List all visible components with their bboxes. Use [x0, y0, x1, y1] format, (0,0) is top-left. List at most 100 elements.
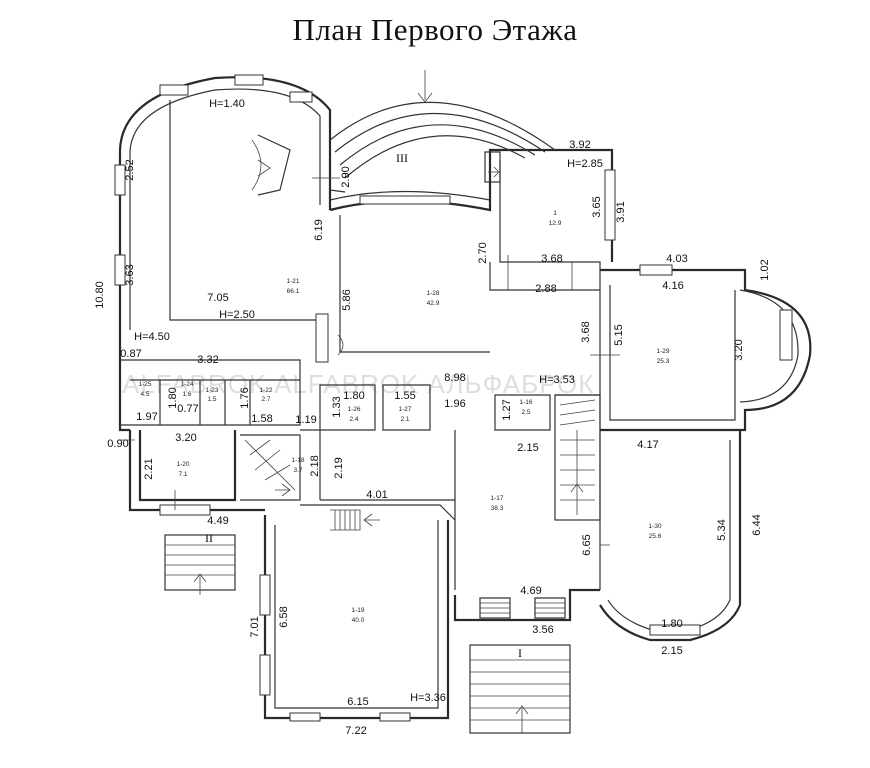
room-1-26-area: 2.4	[349, 416, 358, 423]
room-1-16-id: 1-16	[519, 399, 532, 406]
room-1-21-area: 66.1	[287, 288, 300, 295]
room-1-21-id: 1-21	[286, 278, 299, 285]
dim-288: 2.88	[535, 283, 556, 295]
dim-320b: 3.20	[175, 432, 196, 444]
room-1-17-id: 1-17	[490, 495, 503, 502]
dim-127: 1.27	[501, 399, 513, 420]
dim-619: 6.19	[313, 219, 325, 240]
dim-391: 3.91	[615, 201, 627, 222]
dim-658: 6.58	[278, 606, 290, 627]
dim-h353: H=3.53	[539, 374, 575, 386]
dim-h250: H=2.50	[219, 309, 255, 321]
dim-252: 2.52	[124, 159, 136, 180]
dim-077: 0.77	[177, 403, 198, 415]
room-1-20-area: 7.1	[178, 471, 187, 478]
dim-221: 2.21	[143, 458, 155, 479]
dim-615: 6.15	[347, 696, 368, 708]
dim-515: 5.15	[613, 324, 625, 345]
dim-090: 0.90	[107, 438, 128, 450]
room-1-area: 12.9	[549, 220, 562, 227]
dim-196: 1.96	[444, 398, 465, 410]
room-1-24-id: 1-24	[180, 381, 193, 388]
dim-158: 1.58	[251, 413, 272, 425]
dim-270: 2.70	[477, 242, 489, 263]
terrace-arcs	[329, 70, 556, 193]
dim-368a: 3.68	[541, 253, 562, 265]
stair-label-III: III	[396, 151, 408, 165]
dim-155: 1.55	[394, 390, 415, 402]
outer-walls	[118, 76, 812, 720]
dim-644: 6.44	[751, 514, 763, 535]
stair-label-II: II	[205, 531, 213, 545]
dim-219: 2.19	[333, 457, 345, 478]
room-1-id: 1	[553, 210, 557, 217]
dim-197: 1.97	[136, 411, 157, 423]
dim-102: 1.02	[759, 259, 771, 280]
dim-176: 1.76	[239, 387, 251, 408]
dim-392: 3.92	[569, 139, 590, 151]
room-1-19-area: 40.0	[352, 617, 365, 624]
stair-label-I: I	[518, 646, 522, 660]
dim-133: 1.33	[331, 396, 343, 417]
room-1-28-area: 42.9	[427, 300, 440, 307]
stair-small	[244, 439, 296, 497]
dim-119: 1.19	[295, 414, 316, 426]
dimension-labels: H=1.40 2.52 3.63 10.80 7.05 H=2.50 2.90 …	[94, 98, 771, 737]
dim-180c: 1.80	[661, 618, 682, 630]
dim-898: 8.98	[444, 372, 465, 384]
dim-365: 3.65	[591, 196, 603, 217]
door-marks	[118, 177, 620, 546]
dim-705: 7.05	[207, 292, 228, 304]
dim-403: 4.03	[666, 253, 687, 265]
dim-449: 4.49	[207, 515, 228, 527]
dim-h336: H=3.36	[410, 692, 446, 704]
dim-586: 5.86	[341, 289, 353, 310]
room-1-16-area: 2.5	[521, 409, 530, 416]
room-1-25-area: 4.5	[140, 391, 149, 398]
dim-332: 3.32	[197, 354, 218, 366]
room-1-25-id: 1-25	[138, 381, 151, 388]
dim-218: 2.18	[309, 455, 321, 476]
room-1-22-id: 1-22	[259, 387, 272, 394]
stair-main	[554, 394, 601, 521]
dim-h285: H=2.85	[567, 158, 603, 170]
dim-215b: 2.15	[661, 645, 682, 657]
room-1-17-area: 38.3	[491, 505, 504, 512]
stair-inner	[330, 509, 380, 531]
dim-1080: 10.80	[94, 281, 106, 309]
room-1-23-area: 1.5	[207, 396, 216, 403]
room-1-19-id: 1-19	[351, 607, 364, 614]
dim-401: 4.01	[366, 489, 387, 501]
dim-215a: 2.15	[517, 442, 538, 454]
room-1-27-area: 2.1	[400, 416, 409, 423]
room-1-22-area: 2.7	[261, 396, 270, 403]
dim-180a: 1.80	[167, 387, 179, 408]
room-1-24-area: 1.6	[182, 391, 191, 398]
room-1-23-id: 1-23	[205, 387, 218, 394]
dim-180b: 1.80	[343, 390, 364, 402]
dim-469: 4.69	[520, 585, 541, 597]
dim-368b: 3.68	[580, 321, 592, 342]
stair-II	[164, 534, 236, 595]
dim-h140: H=1.40	[209, 98, 245, 110]
dim-534: 5.34	[716, 519, 728, 540]
dim-416: 4.16	[662, 280, 683, 292]
room-1-28-id: 1-28	[426, 290, 439, 297]
fireplace	[251, 134, 291, 196]
dim-665: 6.65	[581, 534, 593, 555]
windows	[114, 74, 793, 722]
dim-722: 7.22	[345, 725, 366, 737]
dim-701: 7.01	[249, 616, 261, 637]
dim-087: 0.87	[120, 348, 141, 360]
entry-stair-1	[484, 151, 501, 183]
dim-h450: H=4.50	[134, 331, 170, 343]
dim-363: 3.63	[124, 264, 136, 285]
page-title: План Первого Этажа	[292, 12, 578, 47]
dim-320a: 3.20	[733, 339, 745, 360]
room-1-30-area: 25.6	[649, 533, 662, 540]
room-1-26-id: 1-26	[347, 406, 360, 413]
room-1-30-id: 1-30	[648, 523, 661, 530]
room-1-29-id: 1-29	[656, 348, 669, 355]
room-1-27-id: 1-27	[398, 406, 411, 413]
dim-356: 3.56	[532, 624, 553, 636]
